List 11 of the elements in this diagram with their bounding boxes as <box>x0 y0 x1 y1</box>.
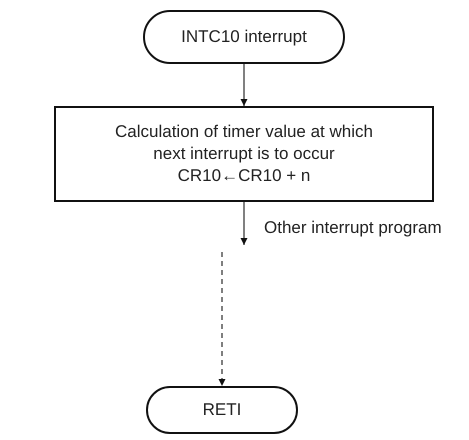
dashed-arrow <box>218 252 226 386</box>
arrow <box>240 64 248 106</box>
node-text: INTC10 interrupt <box>181 26 307 48</box>
formula-text: CR10←CR10 + n <box>178 165 310 187</box>
process-box <box>54 106 434 202</box>
node-text: Calculation of timer value at which next interrupt is to occur <box>114 121 374 165</box>
node-text: RETI <box>202 399 242 421</box>
terminal-box <box>146 386 298 434</box>
edge-label: Other interrupt program <box>264 218 442 238</box>
arrow <box>240 202 248 245</box>
terminal-box <box>143 10 345 64</box>
